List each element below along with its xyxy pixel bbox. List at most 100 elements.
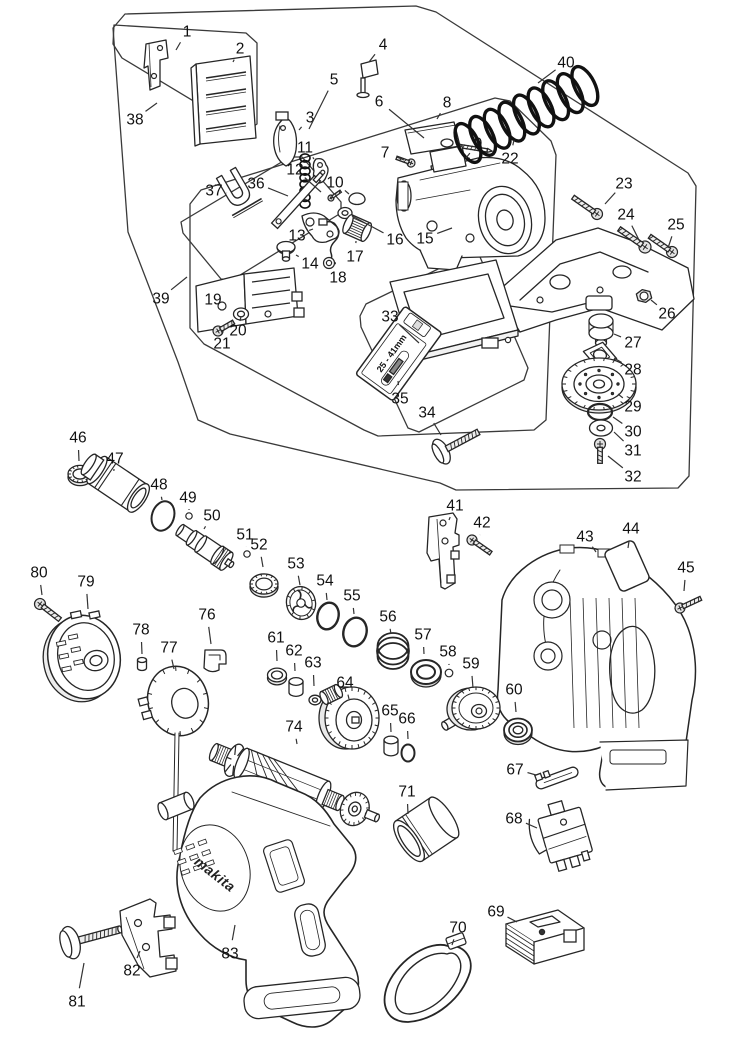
- line-detail: [265, 591, 268, 594]
- circle-detail: [185, 512, 193, 520]
- line-detail: [72, 478, 75, 482]
- part-label-68: 68: [505, 811, 522, 828]
- line-detail: [155, 719, 160, 724]
- part-21: [212, 319, 236, 337]
- part-glyph-19: [195, 267, 305, 333]
- leader-line-13: [308, 228, 314, 231]
- part-70: [383, 932, 472, 1023]
- line-detail: [361, 817, 365, 821]
- part-glyph-1: [143, 39, 169, 91]
- circle-detail: [141, 942, 151, 952]
- line-detail: [324, 689, 332, 703]
- line-detail: [597, 449, 603, 453]
- ellipse-detail: [360, 222, 373, 243]
- line-detail: [456, 718, 460, 721]
- line-detail: [205, 91, 247, 99]
- line-detail: [76, 465, 79, 468]
- rect-detail: [293, 307, 305, 318]
- line-detail: [621, 230, 627, 235]
- line-detail: [202, 692, 208, 695]
- line-detail: [115, 926, 117, 935]
- part-label-79: 79: [77, 574, 94, 591]
- leader-line-30: [612, 416, 623, 425]
- line-detail: [358, 820, 360, 824]
- labels-layer: 1234567891011121314151617181920212223242…: [30, 24, 694, 1011]
- line-detail: [543, 772, 573, 784]
- line-detail: [43, 606, 49, 611]
- circle-detail: [616, 382, 620, 386]
- part-label-45: 45: [677, 560, 694, 577]
- part-label-28: 28: [624, 362, 641, 379]
- leader-line-80: [40, 584, 43, 596]
- line-detail: [594, 211, 600, 217]
- leader-line-48: [160, 496, 163, 501]
- rect-detail: [176, 857, 187, 866]
- line-detail: [625, 233, 631, 237]
- rect-detail: [189, 853, 199, 861]
- part-label-55: 55: [343, 588, 360, 605]
- leader-line-76: [208, 626, 212, 645]
- line-detail: [237, 748, 244, 757]
- leader-line-12: [304, 177, 322, 193]
- circle-detail: [475, 707, 483, 715]
- part-glyph-22: [453, 64, 600, 165]
- part-glyph-23: [570, 194, 604, 221]
- line-detail: [453, 713, 457, 715]
- part-48: [150, 500, 176, 532]
- part-7: [395, 155, 416, 168]
- ellipse-detail: [59, 930, 73, 958]
- line-detail: [357, 743, 360, 749]
- ellipse-detail: [588, 313, 614, 329]
- circle-detail: [217, 301, 227, 311]
- disc-body: [137, 665, 210, 737]
- leader-line-64: [347, 694, 350, 700]
- part-label-29: 29: [624, 399, 641, 416]
- part-glyph-3: [273, 111, 298, 167]
- part-82: [119, 898, 178, 978]
- part-25: [647, 233, 679, 259]
- rect-detail: [680, 595, 703, 610]
- line-detail: [179, 731, 181, 736]
- line-detail: [652, 238, 658, 242]
- part-52: [249, 573, 279, 598]
- line-detail: [205, 122, 247, 130]
- line-detail: [260, 574, 263, 577]
- leader-line-16: [351, 215, 384, 234]
- path-detail: [203, 649, 227, 673]
- part-26: [635, 288, 653, 304]
- part-41: [426, 512, 460, 590]
- rect-detail: [547, 799, 566, 817]
- part-glyph-20: [232, 307, 250, 321]
- leader-line-82: [136, 950, 141, 959]
- ellipse-detail: [467, 114, 498, 157]
- line-detail: [492, 718, 496, 721]
- part-label-17: 17: [346, 249, 363, 266]
- line-detail: [632, 238, 638, 242]
- part-glyph-4: [356, 59, 379, 99]
- line-detail: [350, 221, 367, 230]
- part-label-65: 65: [381, 703, 398, 720]
- path-detail: [419, 249, 463, 271]
- rect-detail: [291, 291, 303, 302]
- line-detail: [581, 202, 587, 207]
- part-54: [316, 601, 340, 631]
- part-67: [533, 766, 579, 790]
- line-detail: [475, 542, 480, 546]
- line-detail: [270, 589, 274, 593]
- part-glyph-48: [150, 500, 176, 532]
- part-glyph-17: [342, 214, 373, 243]
- part-glyph-54: [316, 601, 340, 631]
- part-label-21: 21: [213, 336, 230, 353]
- part-label-19: 19: [204, 292, 221, 309]
- path-detail: [322, 220, 340, 262]
- circle-detail: [578, 382, 582, 386]
- part-glyph-62: [288, 676, 304, 697]
- leader-line-2: [232, 59, 235, 63]
- line-detail: [69, 476, 73, 479]
- part-3: [273, 111, 298, 167]
- part-label-70: 70: [449, 920, 467, 937]
- circle-detail: [465, 233, 475, 243]
- part-glyph-83: makita: [157, 775, 361, 1028]
- part-glyph-55: [342, 616, 368, 648]
- part-label-12: 12: [286, 162, 303, 179]
